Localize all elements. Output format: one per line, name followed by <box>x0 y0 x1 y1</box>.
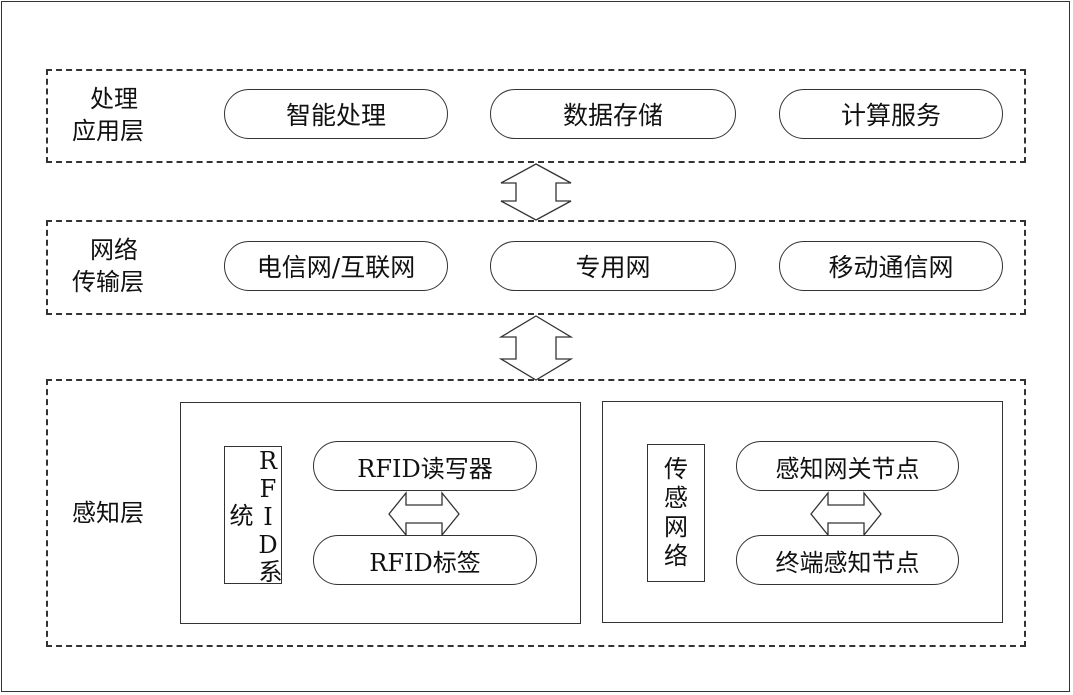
mobile-network-node: 移动通信网 <box>779 241 1003 291</box>
rfid-reader-node: RFID读写器 <box>313 441 537 491</box>
network-layer-label-line2: 传输层 <box>72 268 144 296</box>
double-arrow-icon <box>810 491 882 537</box>
private-network-node: 专用网 <box>490 241 736 291</box>
intelligent-processing-node: 智能处理 <box>224 89 448 139</box>
rfid-system-title: RFID系统 <box>224 446 282 584</box>
network-layer <box>46 220 1026 315</box>
rfid-system-title-text: RFID系统 <box>225 447 282 583</box>
application-layer-label: 处理 应用层 <box>72 83 144 147</box>
computing-service-node: 计算服务 <box>779 89 1003 139</box>
terminal-sensor-node: 终端感知节点 <box>736 535 959 585</box>
application-layer-label-line2: 应用层 <box>72 117 144 145</box>
telecom-internet-node: 电信网/互联网 <box>224 241 448 291</box>
application-layer <box>46 69 1026 163</box>
perception-layer-label: 感知层 <box>72 499 144 527</box>
double-arrow-icon <box>500 163 572 221</box>
data-storage-node: 数据存储 <box>490 89 736 139</box>
sensor-network-title-text: 传感网络 <box>664 455 688 570</box>
double-arrow-icon <box>498 315 574 381</box>
gateway-node: 感知网关节点 <box>736 441 959 491</box>
network-layer-label-line1: 网络 <box>90 236 138 264</box>
sensor-network-title: 传感网络 <box>647 444 705 582</box>
double-arrow-icon <box>388 491 460 537</box>
perception-layer <box>46 379 1026 647</box>
rfid-tag-node: RFID标签 <box>313 535 537 585</box>
application-layer-label-line1: 处理 <box>90 85 138 113</box>
network-layer-label: 网络 传输层 <box>72 234 144 298</box>
